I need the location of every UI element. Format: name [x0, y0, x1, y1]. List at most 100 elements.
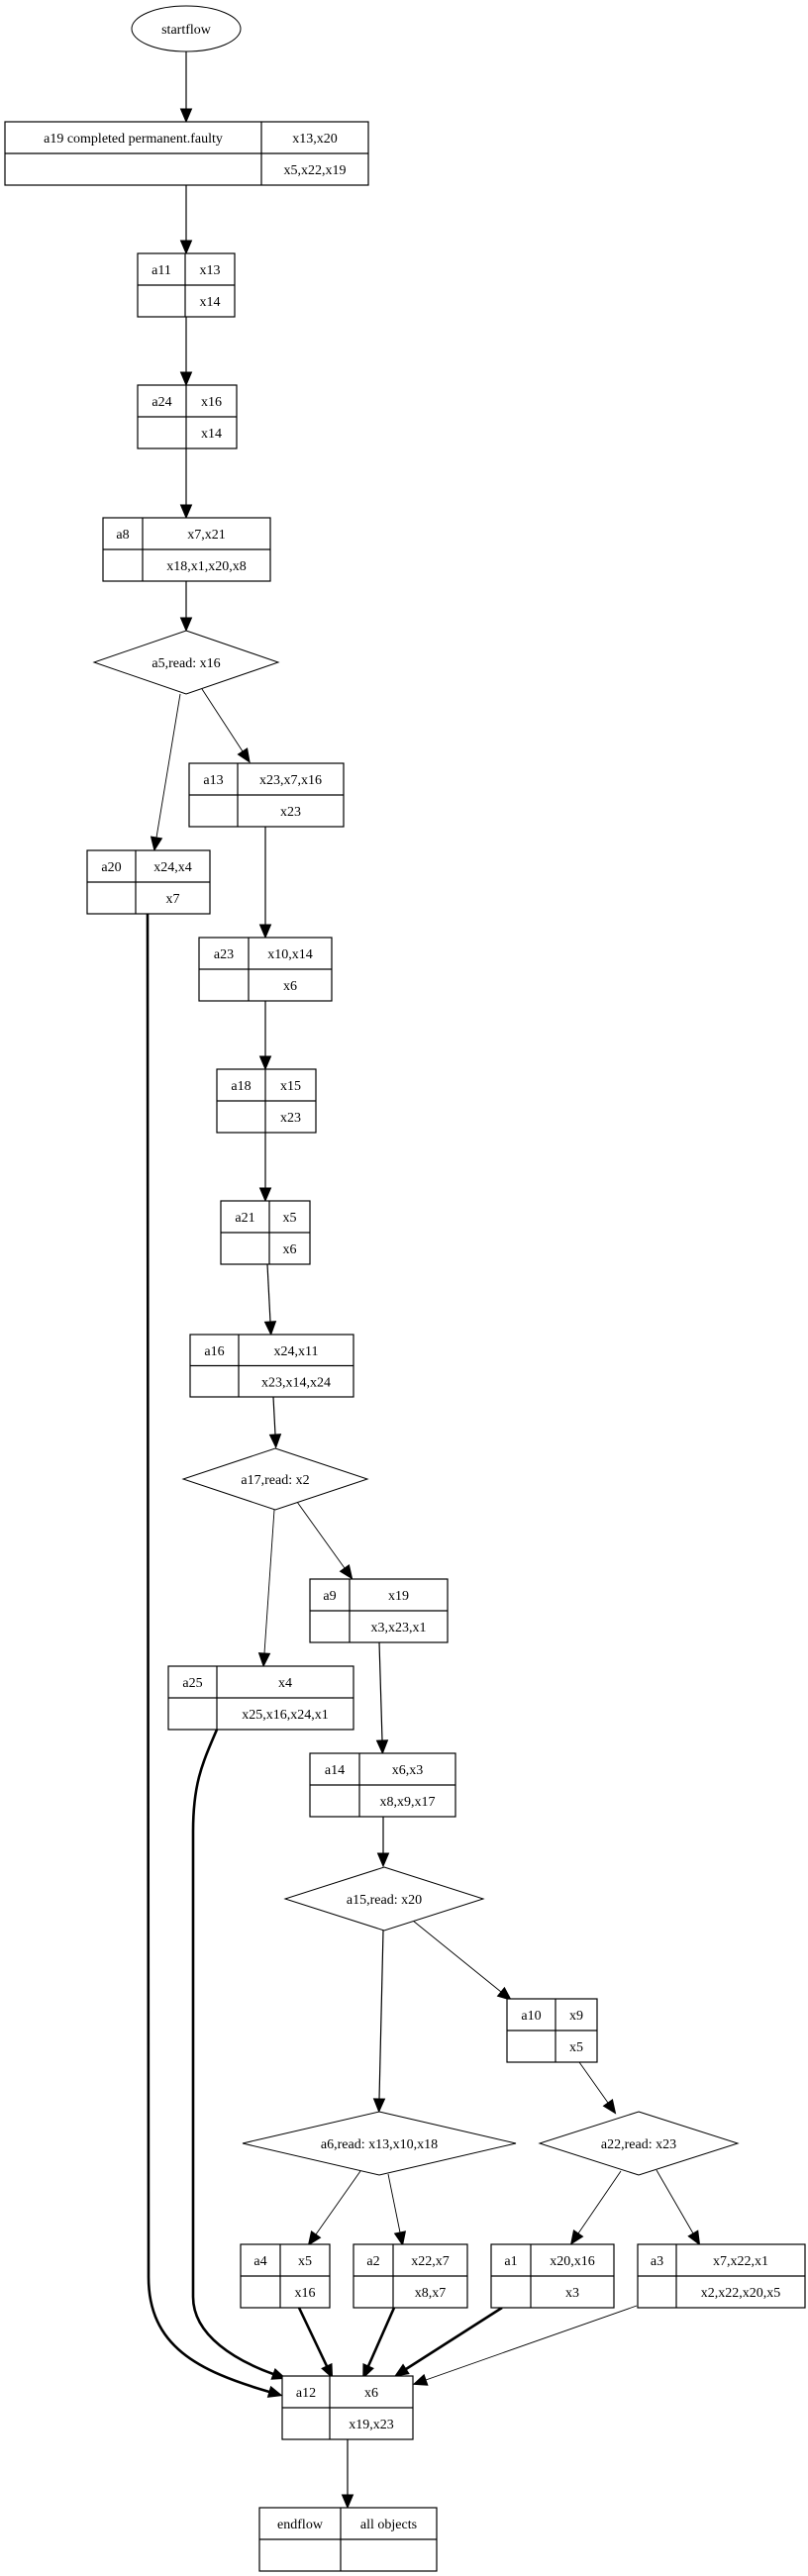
arrowhead-icon: [179, 617, 193, 633]
node-top-values: x24,x4: [153, 860, 192, 875]
decision-node-a22[interactable]: a22,read: x23: [538, 2111, 740, 2176]
decision-node-a17[interactable]: a17,read: x2: [181, 1447, 369, 1511]
arrowhead-icon: [393, 2363, 410, 2377]
decision-node-a5[interactable]: a5,read: x16: [92, 630, 280, 695]
edge-a22-to-a1: [569, 2170, 622, 2245]
decision-node-a15[interactable]: a15,read: x20: [283, 1866, 485, 1932]
node-bottom-values: x5,x22,x19: [284, 163, 347, 178]
node-name: a3: [651, 2254, 663, 2269]
edge-line: [578, 2061, 609, 2104]
arrowhead-icon: [179, 504, 193, 520]
edge-a24-to-a8: [179, 448, 193, 520]
edge-line: [191, 1729, 274, 2376]
arrowhead-icon: [339, 1563, 354, 1580]
edge-a15-to-a6: [372, 1930, 386, 2114]
record-node-endflow[interactable]: endflow all objects: [258, 2507, 438, 2572]
edge-line: [263, 1509, 275, 1654]
node-bottom-values: x8,x9,x17: [380, 1795, 436, 1810]
arrowhead-icon: [393, 2230, 407, 2246]
edge-startflow-to-a19: [179, 51, 193, 124]
node-name: a16: [204, 1344, 224, 1359]
edge-line: [201, 688, 244, 752]
node-bottom-values: x19,x23: [349, 2418, 394, 2432]
edge-line: [387, 2173, 401, 2233]
edge-a12-to-endflow: [341, 2439, 354, 2510]
edge-line: [366, 2307, 396, 2367]
node-name: a23: [214, 947, 234, 962]
node-top-values: x6: [364, 2386, 378, 2401]
edge-line: [577, 2170, 622, 2234]
decision-diamond: [283, 1866, 485, 1932]
arrowhead-icon: [687, 2229, 701, 2246]
node-top-values: x16: [201, 395, 222, 410]
edge-line: [297, 2307, 329, 2367]
edge-a8-to-a5: [179, 581, 193, 633]
arrowhead-icon: [341, 2494, 354, 2510]
arrowhead-icon: [258, 1055, 272, 1071]
node-name: a14: [325, 1763, 345, 1778]
edge-a17-to-a25: [257, 1509, 275, 1668]
edge-a17-to-a9: [296, 1501, 354, 1580]
edge-a5-to-a20: [150, 693, 181, 852]
edge-a4-to-a12: [297, 2307, 334, 2379]
arrowhead-icon: [257, 1652, 271, 1668]
edges-layer: [146, 51, 701, 2510]
arrowhead-icon: [258, 924, 272, 940]
edge-a6-to-a2: [387, 2173, 407, 2246]
edge-line: [266, 1263, 271, 1323]
node-name: a2: [366, 2254, 379, 2269]
edge-a15-to-a10: [412, 1920, 513, 2001]
node-name: a19 completed permanent.faulty: [44, 132, 223, 147]
edge-line: [296, 1501, 346, 1569]
node-top-values: x5: [283, 1211, 297, 1226]
node-top-values: all objects: [360, 2518, 417, 2532]
arrowhead-icon: [375, 1739, 389, 1755]
arrowhead-icon: [602, 2098, 617, 2115]
node-top-values: x23,x7,x16: [259, 773, 322, 788]
edge-line: [155, 693, 181, 839]
decision-diamond: [181, 1447, 369, 1511]
decision-label: a17,read: x2: [241, 1473, 309, 1488]
node-name: endflow: [277, 2518, 324, 2532]
node-name: a8: [116, 528, 129, 543]
edge-a22-to-a3: [656, 2169, 701, 2246]
node-top-values: x13,x20: [292, 132, 338, 147]
decision-node-a6[interactable]: a6,read: x13,x10,x18: [242, 2111, 517, 2176]
arrowhead-icon: [237, 747, 251, 763]
record-node-a19[interactable]: a19 completed permanent.faulty x13,x20 x5,…: [4, 121, 369, 186]
edge-a1-to-a12: [393, 2306, 503, 2377]
decision-label: a22,read: x23: [601, 2137, 676, 2152]
node-bottom-values: x14: [200, 295, 221, 310]
node-name: a12: [296, 2386, 316, 2401]
node-top-values: x13: [200, 263, 221, 278]
node-top-values: x20,x16: [550, 2254, 595, 2269]
start-node[interactable]: startflow: [131, 5, 242, 52]
record-node-a12[interactable]: a12 x6 x19,x23: [281, 2375, 414, 2440]
node-bottom-values: x16: [295, 2286, 316, 2301]
edge-line: [425, 2305, 638, 2381]
arrowhead-icon: [268, 1434, 282, 1449]
node-top-values: x5: [298, 2254, 312, 2269]
edge-a23-to-a18: [258, 1001, 272, 1071]
decision-diamond: [538, 2111, 740, 2176]
node-bottom-values: x6: [283, 979, 297, 994]
nodes-layer: startflow a19 completed permanent.faulty x…: [4, 5, 806, 2572]
